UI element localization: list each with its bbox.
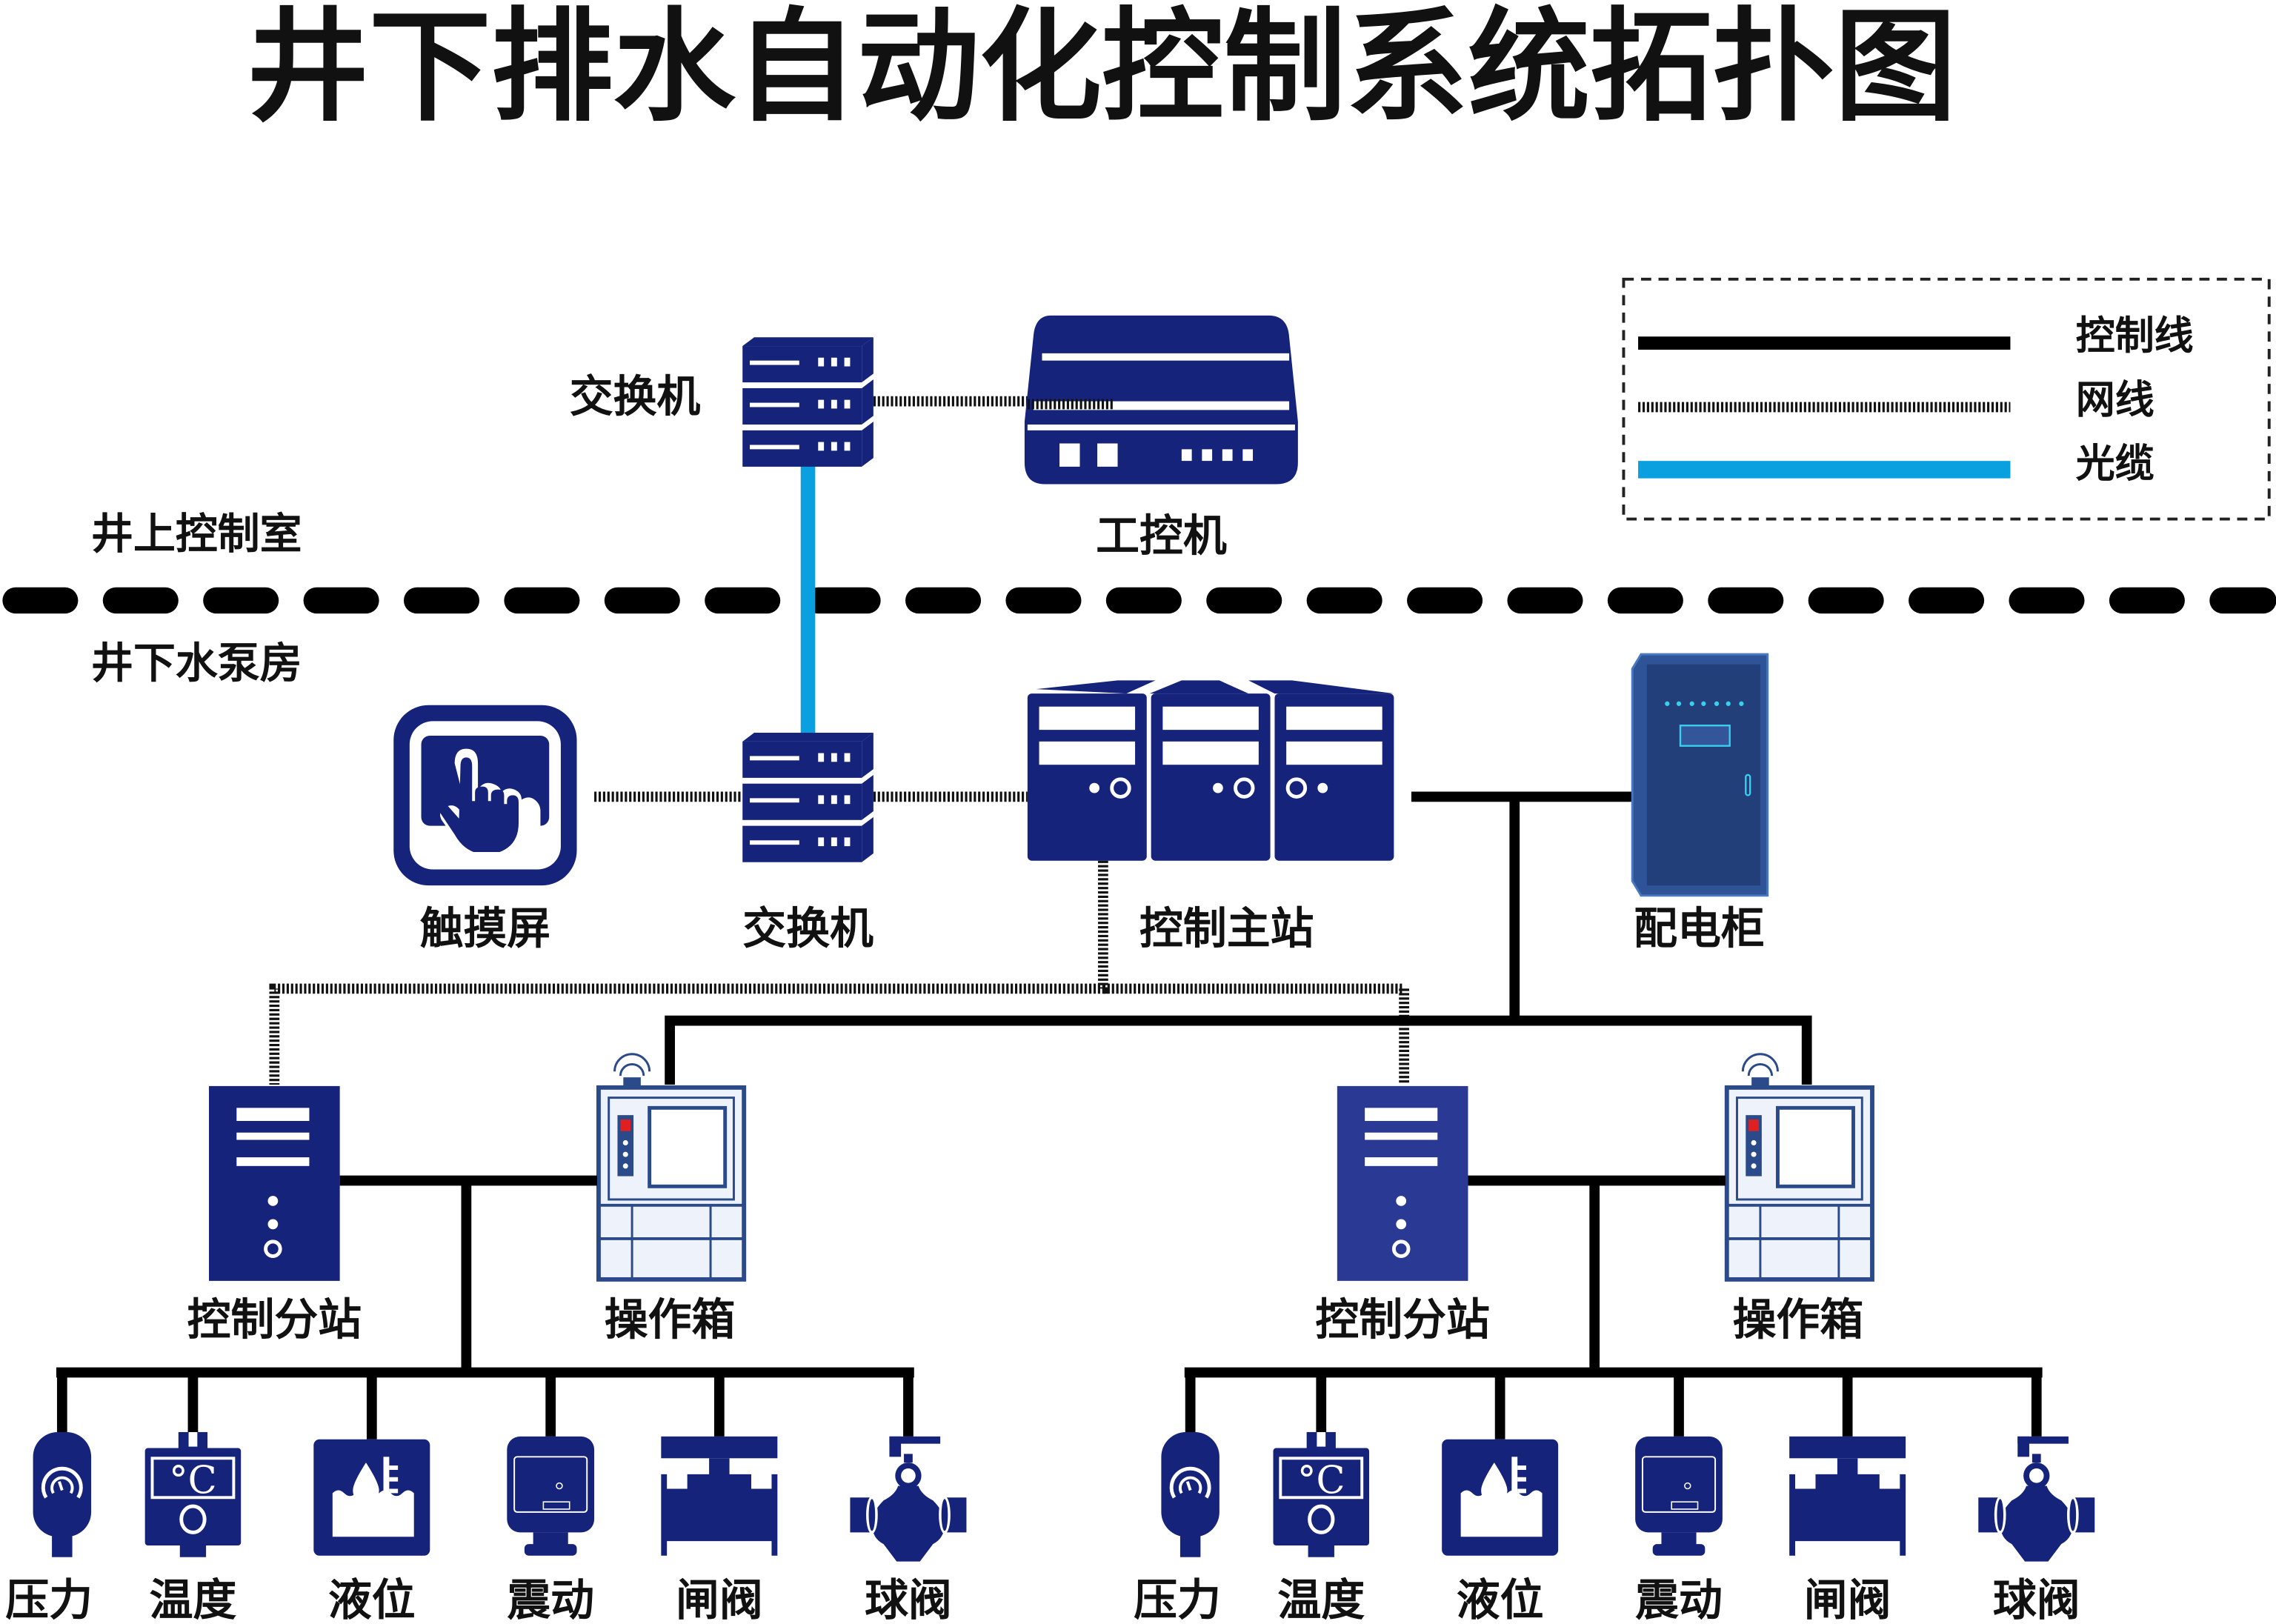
pressure-sensor-icon[interactable] — [1161, 1431, 1219, 1557]
sensor-label: 闸阀 — [1804, 1574, 1891, 1624]
switch-top-icon[interactable] — [742, 337, 874, 467]
sensor-label: 球阀 — [1993, 1574, 2080, 1624]
sensor-label: 压力 — [5, 1574, 93, 1624]
industrial-pc-icon[interactable] — [1024, 315, 1298, 485]
control-substation-icon[interactable] — [1337, 1085, 1468, 1281]
page-title: 井下排水自动化控制系统拓扑图 — [247, 0, 1957, 138]
legend-label-network: 网线 — [2076, 376, 2154, 422]
sensor-label: 液位 — [1457, 1574, 1544, 1624]
level-sensor-icon[interactable] — [1442, 1439, 1559, 1556]
sensor-label: 液位 — [328, 1574, 416, 1624]
control-master-station-label: 控制主站 — [1139, 903, 1314, 954]
switch-bottom-label: 交换机 — [742, 903, 874, 954]
touchscreen-icon[interactable] — [393, 705, 577, 886]
touchscreen-label: 触摸屏 — [420, 903, 551, 954]
sensor-label: 震动 — [507, 1574, 594, 1624]
sensor-label: 球阀 — [865, 1574, 952, 1624]
zone-label-below: 井下水泵房 — [91, 639, 302, 688]
level-sensor-icon[interactable] — [313, 1439, 430, 1556]
control-substation-label: 控制分站 — [187, 1294, 362, 1345]
industrial-pc-label: 工控机 — [1096, 510, 1227, 562]
sensor-label: 温度 — [150, 1574, 237, 1624]
connections — [269, 396, 1812, 1085]
operation-box-label: 操作箱 — [605, 1294, 736, 1345]
operation-box-icon[interactable] — [1724, 1053, 1874, 1282]
svg-text:°C: °C — [169, 1459, 217, 1502]
pressure-sensor-icon[interactable] — [33, 1431, 92, 1557]
operation-box-label: 操作箱 — [1733, 1294, 1864, 1345]
operation-box-icon[interactable] — [596, 1053, 747, 1282]
temperature-sensor-icon[interactable]: °C — [144, 1431, 242, 1557]
control-substation-icon[interactable] — [209, 1085, 340, 1281]
ball-valve-icon[interactable] — [850, 1436, 967, 1562]
power-cabinet-label: 配电柜 — [1634, 903, 1765, 954]
legend: 控制线 网线 光缆 — [1622, 277, 2271, 521]
sensor-label: 压力 — [1134, 1574, 1221, 1624]
sensor-label: 震动 — [1635, 1574, 1723, 1624]
gate-valve-icon[interactable] — [661, 1436, 778, 1556]
gate-valve-icon[interactable] — [1789, 1436, 1906, 1556]
temperature-sensor-icon[interactable]: °C — [1273, 1431, 1370, 1557]
control-master-station-icon[interactable] — [1027, 680, 1394, 861]
legend-label-control: 控制线 — [2076, 313, 2194, 359]
switch-bottom-icon[interactable] — [742, 733, 874, 862]
vibration-sensor-icon[interactable] — [507, 1436, 595, 1556]
control-substation-label: 控制分站 — [1315, 1294, 1489, 1345]
zone-label-above: 井上控制室 — [91, 510, 302, 559]
power-cabinet-icon[interactable] — [1631, 653, 1769, 897]
switch-top-label: 交换机 — [570, 370, 701, 422]
svg-text:°C: °C — [1297, 1459, 1345, 1502]
legend-label-fiber: 光缆 — [2076, 441, 2154, 487]
sensor-label: 温度 — [1277, 1574, 1365, 1624]
sensor-label: 闸阀 — [676, 1574, 763, 1624]
ball-valve-icon[interactable] — [1978, 1436, 2095, 1562]
vibration-sensor-icon[interactable] — [1635, 1436, 1723, 1556]
